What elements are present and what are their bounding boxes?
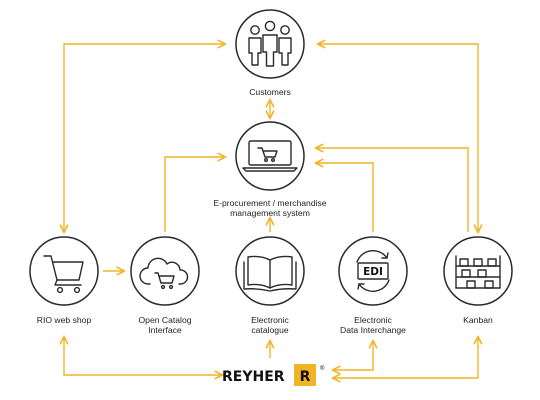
brand-registered: ® bbox=[320, 365, 325, 372]
brand-mark-box bbox=[294, 364, 316, 386]
brand-mark: R bbox=[300, 369, 311, 385]
webshop-label: RIO web shop bbox=[37, 315, 92, 325]
ecat-label-line2: catalogue bbox=[251, 325, 288, 335]
laptop-cart-icon bbox=[242, 140, 298, 172]
edi-label-line1: Electronic bbox=[354, 315, 392, 325]
eproc-label-line2: management system bbox=[230, 208, 310, 218]
edi-cycle-icon bbox=[356, 249, 390, 293]
eproc-label-line1: E-procurement / merchandise bbox=[213, 198, 326, 208]
edi-icon-text: EDI bbox=[363, 266, 383, 278]
arrow-edi-eproc bbox=[316, 163, 374, 232]
edi-label-line2: Data Interchange bbox=[340, 325, 406, 335]
open-book-icon bbox=[243, 255, 297, 292]
arrow-oci-eproc bbox=[164, 157, 225, 232]
arrow-customers-kanban bbox=[318, 44, 478, 232]
people-group-icon bbox=[248, 20, 292, 67]
brand-name: REYHER bbox=[222, 369, 285, 385]
kanban-label: Kanban bbox=[463, 315, 493, 325]
oci-label-line1: Open Catalog bbox=[138, 315, 191, 325]
node-eproc: E-procurement / merchandise management s… bbox=[213, 121, 327, 218]
reyher-logo: REYHER R ® bbox=[222, 364, 325, 386]
arrow-kanban-eproc bbox=[316, 148, 469, 232]
oci-circle bbox=[130, 236, 200, 306]
shelving-icon bbox=[455, 255, 501, 289]
node-edi: EDI Electronic Data Interchange bbox=[338, 236, 408, 335]
customers-label: Customers bbox=[249, 87, 291, 97]
arrow-customers-webshop bbox=[64, 44, 225, 232]
node-webshop: RIO web shop bbox=[29, 236, 99, 325]
node-ecat: Electronic catalogue bbox=[235, 236, 305, 335]
connection-arrows bbox=[64, 44, 478, 378]
oci-label-line2: Interface bbox=[148, 325, 182, 335]
node-customers: Customers bbox=[235, 9, 305, 97]
eproc-circle bbox=[235, 121, 305, 191]
webshop-circle bbox=[29, 236, 99, 306]
ecat-label-line1: Electronic bbox=[251, 315, 289, 325]
shopping-cart-icon bbox=[43, 255, 84, 294]
node-kanban: Kanban bbox=[443, 236, 513, 325]
arrow-reyher-webshop bbox=[64, 337, 222, 375]
node-oci: Open Catalog Interface bbox=[130, 236, 200, 335]
arrow-reyher-kanban bbox=[333, 337, 478, 378]
arrow-reyher-edi bbox=[333, 341, 373, 370]
cloud-cart-icon bbox=[139, 257, 189, 290]
